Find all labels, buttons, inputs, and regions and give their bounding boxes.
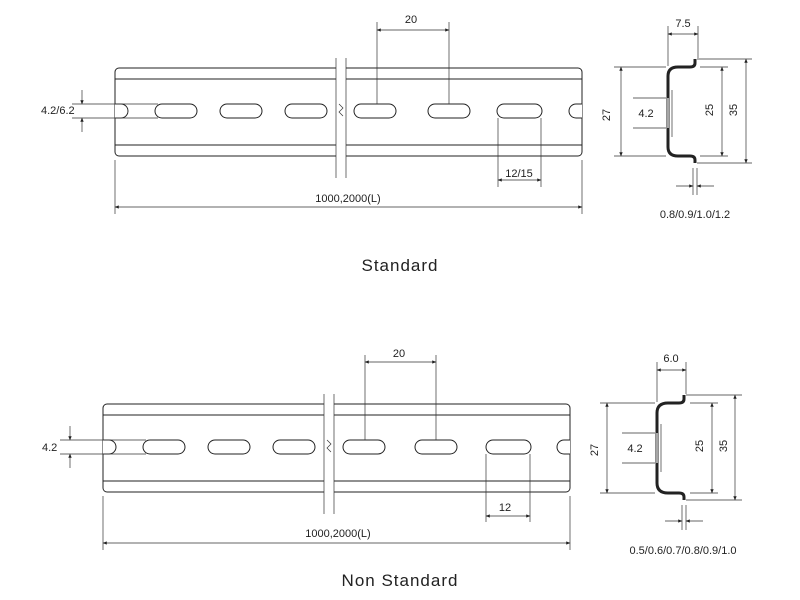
inner-hole-label: 4.2	[627, 443, 642, 455]
slot	[219, 103, 263, 119]
slot	[414, 439, 458, 455]
end-slot-right	[568, 103, 582, 119]
end-slot-left	[115, 103, 129, 119]
slot-height-label: 4.2	[42, 442, 57, 454]
inner-height-label: 25	[694, 440, 706, 452]
slot	[427, 103, 471, 119]
flange-label: 7.5	[675, 18, 690, 30]
standard-rail: 20 4.2/6.2 12/15 1000,2000(L)	[41, 14, 583, 214]
slot	[485, 439, 532, 455]
outer-height-label: 27	[589, 444, 601, 456]
slot	[353, 103, 397, 119]
non-standard-rail: 20 4.2 12 1000,2000(L)	[42, 348, 571, 550]
end-slot-left	[103, 439, 117, 455]
slot	[207, 439, 251, 455]
non-standard-caption: Non Standard	[342, 571, 459, 590]
non-standard-profile: 6.0 27 4.2 25 35 0.5/0.6/0.7/0.8/0.9/1.0	[589, 353, 742, 557]
flange-label: 6.0	[663, 353, 678, 365]
length-label: 1000,2000(L)	[305, 528, 370, 540]
slot	[142, 439, 186, 455]
slot-length-label: 12	[499, 502, 511, 514]
thickness-label: 0.5/0.6/0.7/0.8/0.9/1.0	[629, 545, 736, 557]
thickness-label: 0.8/0.9/1.0/1.2	[660, 209, 730, 221]
slot-length-label: 12/15	[505, 168, 533, 180]
pitch-label: 20	[393, 348, 405, 360]
standard-profile: 7.5 27 4.2 25 35 0.8/0.9/1.0/1.2	[601, 18, 752, 221]
inner-height-label: 25	[704, 104, 716, 116]
end-slot-right	[556, 439, 570, 455]
slot	[154, 103, 198, 119]
slot	[496, 103, 543, 119]
slot	[342, 439, 386, 455]
standard-caption: Standard	[362, 256, 439, 275]
break-mark	[326, 439, 332, 453]
inner-hole-label: 4.2	[638, 108, 653, 120]
break-mark	[338, 103, 344, 117]
slot-height-label: 4.2/6.2	[41, 105, 75, 117]
total-height-label: 35	[728, 104, 740, 116]
slot	[272, 439, 316, 455]
length-label: 1000,2000(L)	[315, 193, 380, 205]
total-height-label: 35	[718, 440, 730, 452]
outer-height-label: 27	[601, 109, 613, 121]
slot	[284, 103, 328, 119]
pitch-label: 20	[405, 14, 417, 26]
